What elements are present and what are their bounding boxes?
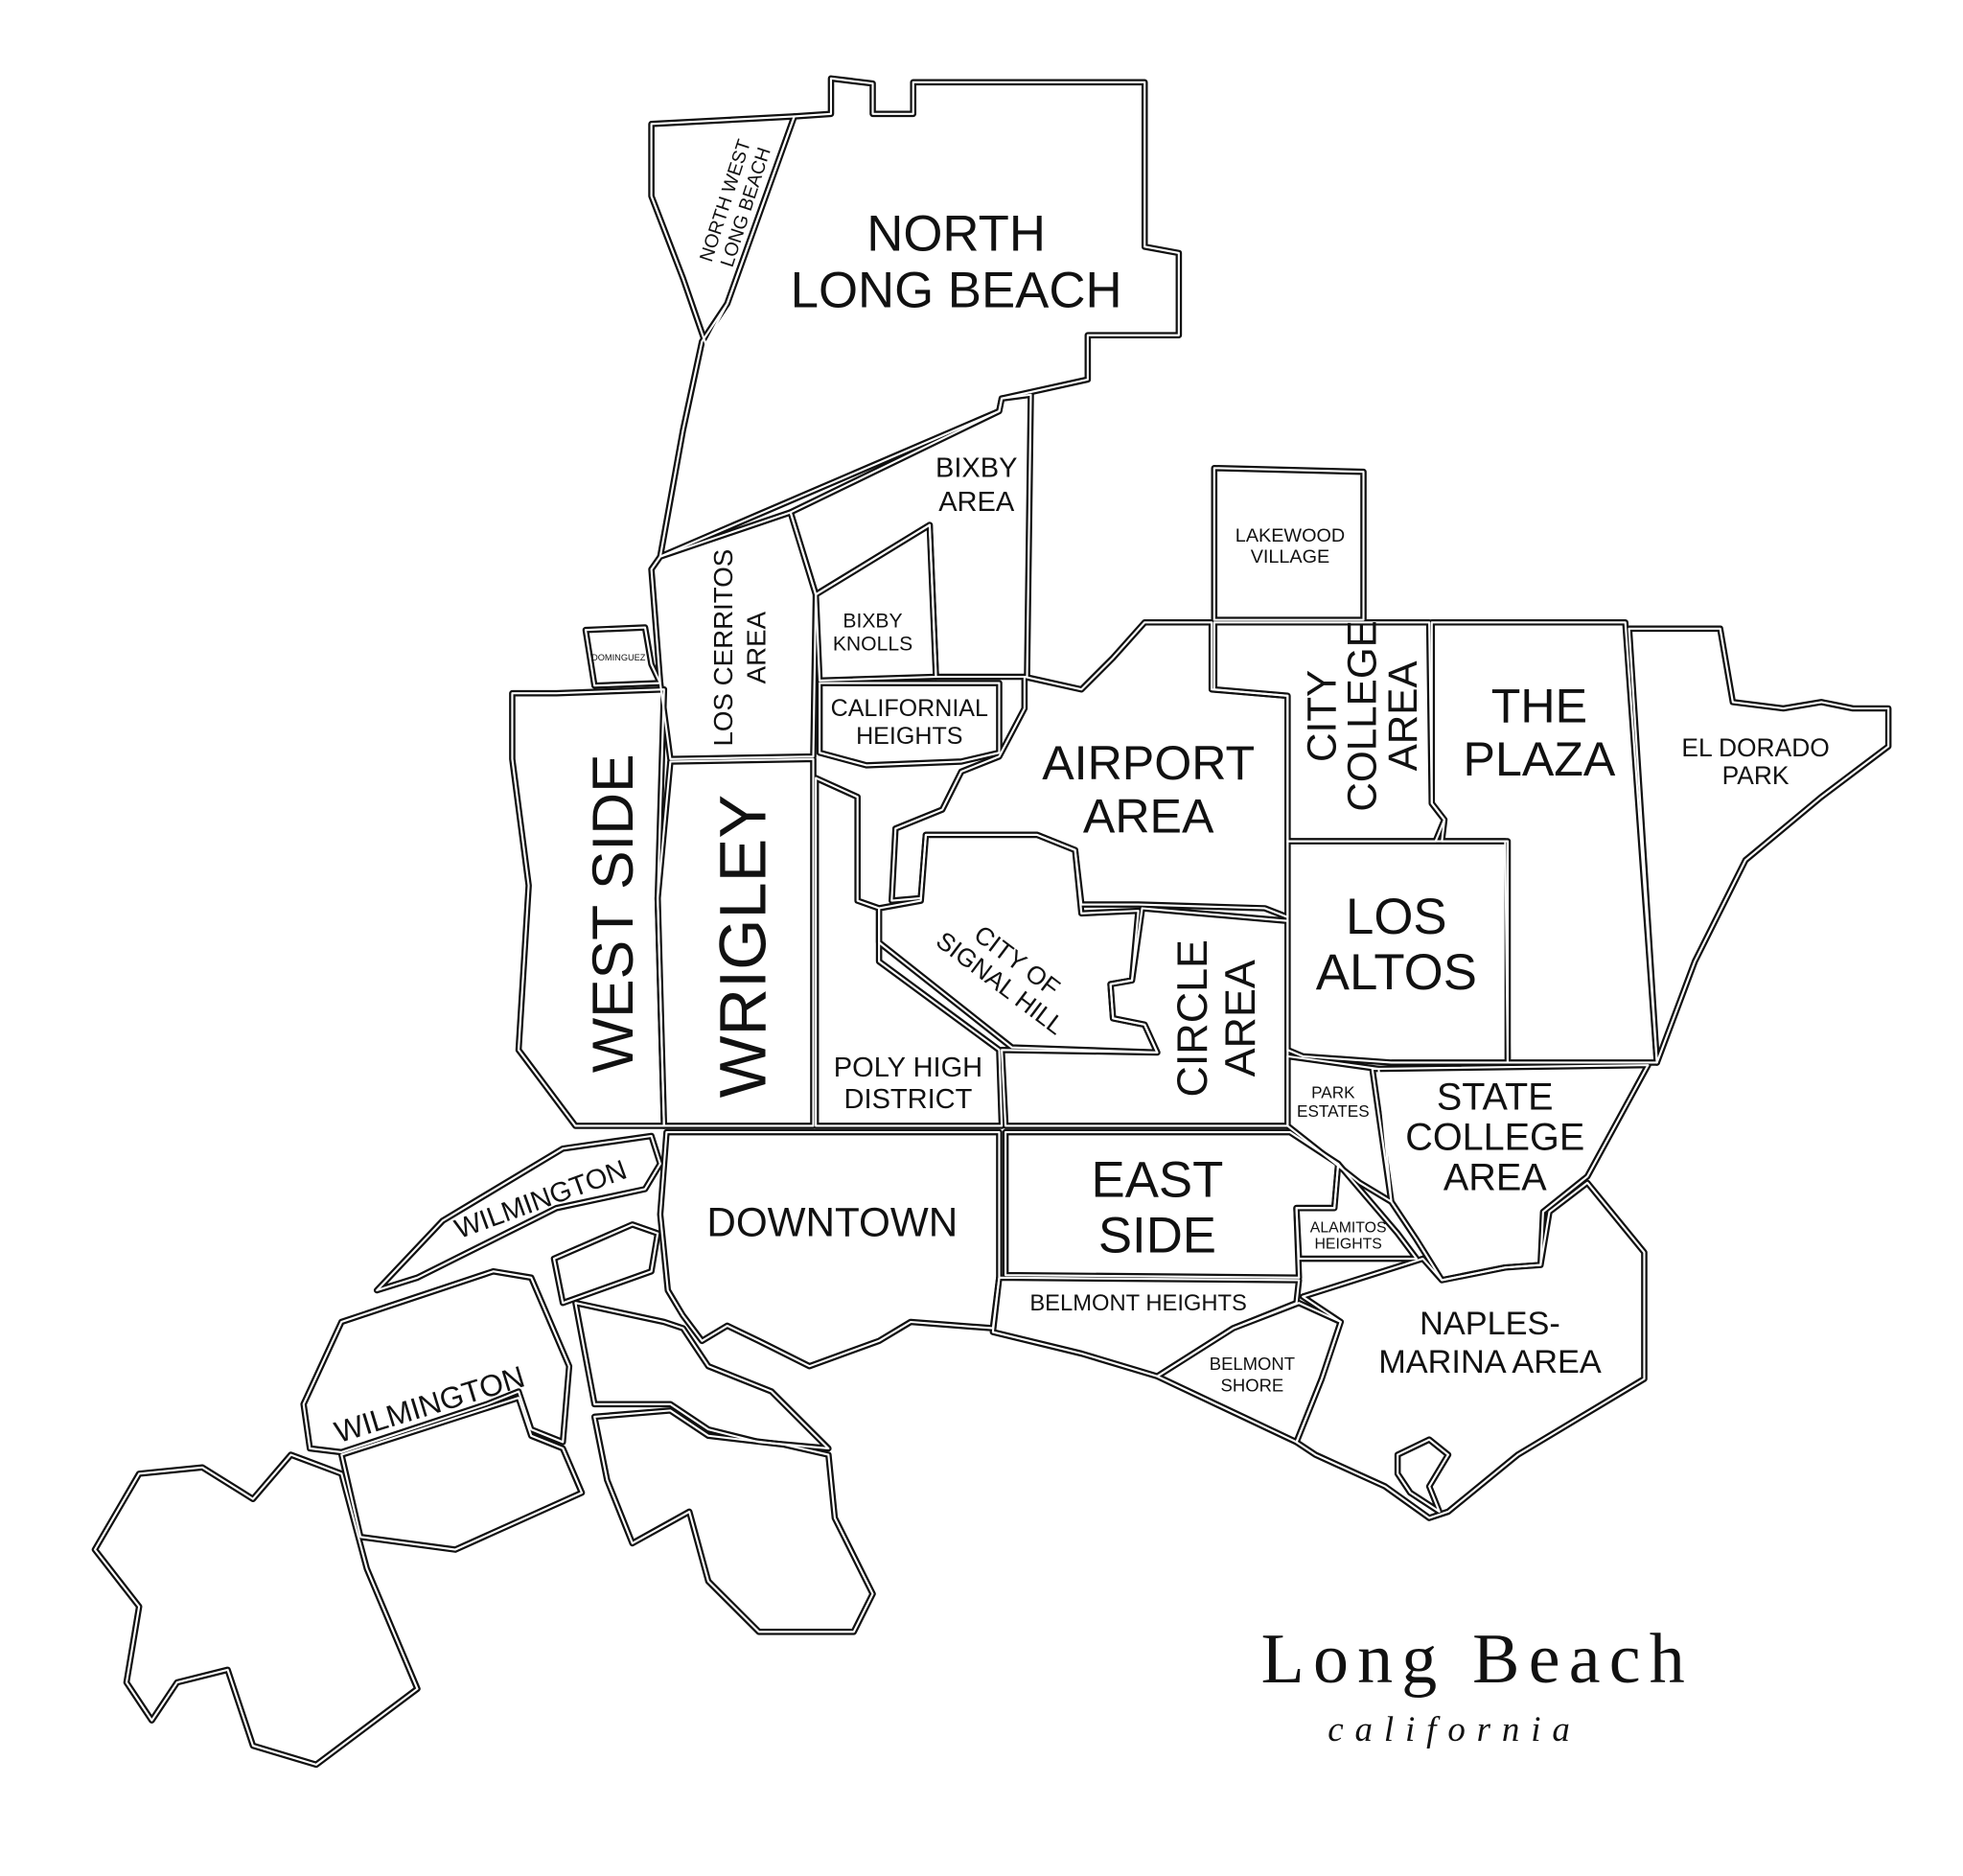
terminal-island	[590, 1407, 876, 1635]
label-city-college-area: CITYCOLLEGEAREA	[1299, 620, 1424, 811]
region-downtown[interactable]	[657, 1128, 1003, 1370]
label-wrigley: WRIGLEY	[705, 795, 779, 1098]
label-circle-area: CIRCLEAREA	[1167, 939, 1264, 1098]
label-dominguez: DOMINGUEZ	[591, 653, 646, 662]
label-west-side: WEST SIDE	[580, 753, 645, 1073]
region-el-dorado-park[interactable]	[1626, 625, 1892, 1066]
map-title: Long Beach	[1261, 1619, 1694, 1698]
label-belmont-heights: BELMONT HEIGHTS	[1029, 1290, 1247, 1316]
label-naples-marina-area: NAPLES-MARINA AREA	[1378, 1306, 1602, 1380]
label-downtown: DOWNTOWN	[706, 1199, 958, 1244]
map-subtitle: california	[1328, 1709, 1581, 1749]
